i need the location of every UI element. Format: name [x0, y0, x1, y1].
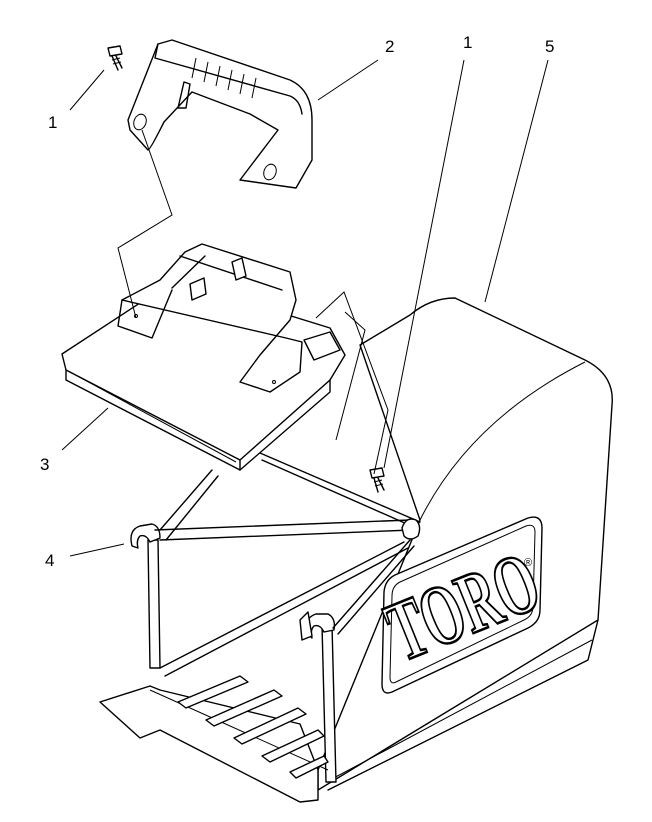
callout-3-lid: 3 [40, 455, 49, 474]
callout-4-frame: 4 [45, 551, 54, 570]
handle-cover [127, 39, 313, 189]
registered-mark: ® [524, 557, 532, 569]
callout-1-right-screw: 1 [463, 33, 472, 52]
grass-bag-body [317, 297, 613, 791]
screw-right [369, 467, 385, 493]
callout-1-left-screw: 1 [48, 113, 57, 132]
bag-lid [61, 243, 346, 471]
bag-frame [99, 452, 421, 803]
callout-2-handle-cover: 2 [385, 37, 394, 56]
screw-left [107, 45, 123, 71]
leader-lines [61, 59, 549, 557]
callout-5-bag-body: 5 [545, 37, 554, 56]
assembly-guide-lines [117, 129, 389, 475]
